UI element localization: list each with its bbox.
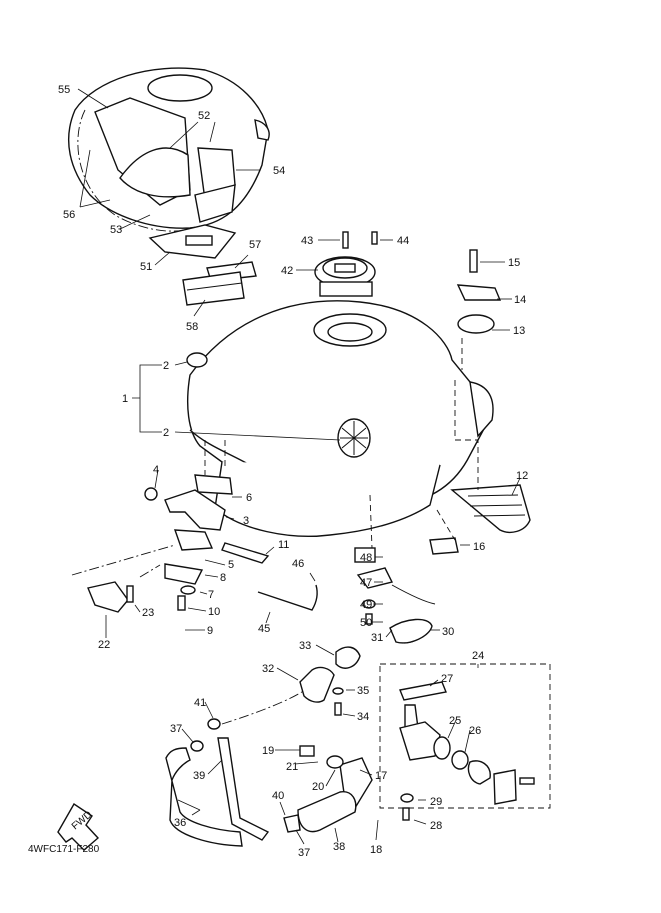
callout-8: 8: [220, 572, 226, 584]
callout-49: 49: [360, 599, 372, 611]
callout-26: 26: [469, 725, 481, 737]
callout-43: 43: [301, 235, 313, 247]
callout-7: 7: [208, 589, 214, 601]
connection-lines: [71, 109, 479, 725]
callout-27: 27: [441, 673, 453, 685]
callout-15: 15: [508, 257, 520, 269]
callout-17: 17: [375, 770, 387, 782]
callout-34: 34: [357, 711, 369, 723]
callout-36: 36: [174, 817, 186, 829]
leader-lines: [77, 88, 521, 845]
callout-12: 12: [516, 470, 528, 482]
callout-45: 45: [258, 623, 270, 635]
figure-code: 4WFC171-F280: [28, 844, 100, 855]
callout-50: 50: [360, 617, 372, 629]
callout-35: 35: [357, 685, 369, 697]
callout-28: 28: [430, 820, 442, 832]
callout-55: 55: [58, 84, 70, 96]
callout-22: 22: [98, 639, 110, 651]
callout-31: 31: [371, 632, 383, 644]
callout-37-upper: 37: [170, 723, 182, 735]
fuel-cap: [314, 256, 376, 297]
callout-56: 56: [63, 209, 75, 221]
callout-40: 40: [272, 790, 284, 802]
callout-24: 24: [472, 650, 484, 662]
callout-21: 21: [286, 761, 298, 773]
bracket-parts-right: [429, 249, 531, 555]
callout-10: 10: [208, 606, 220, 618]
callout-labels: 1 2 2 3 4 5 6 7 8 9 10 11 12 13 14 15 16…: [58, 84, 528, 859]
callout-13: 13: [513, 325, 525, 337]
callout-5: 5: [228, 559, 234, 571]
callout-18: 18: [370, 844, 382, 856]
callout-16: 16: [473, 541, 485, 553]
callout-4: 4: [153, 464, 159, 476]
callout-14: 14: [514, 294, 526, 306]
cap-bolts: [342, 231, 378, 249]
filter-pump-group: [165, 620, 427, 847]
callout-46: 46: [292, 558, 304, 570]
callout-58: 58: [186, 321, 198, 333]
callout-54: 54: [273, 165, 285, 177]
callout-57: 57: [249, 239, 261, 251]
hoses-and-fittings: [257, 547, 436, 625]
callout-2-lower: 2: [163, 427, 169, 439]
tank-cover: [68, 67, 270, 229]
callout-41: 41: [194, 697, 206, 709]
callout-52: 52: [198, 110, 210, 122]
callout-33: 33: [299, 640, 311, 652]
callout-30: 30: [442, 626, 454, 638]
tank-emblem: [337, 418, 371, 458]
callout-39: 39: [193, 770, 205, 782]
callout-20: 20: [312, 781, 324, 793]
callout-9: 9: [207, 625, 213, 637]
callout-29: 29: [430, 796, 442, 808]
callout-42: 42: [281, 265, 293, 277]
emblem-sheets: [182, 261, 257, 306]
callout-6: 6: [246, 492, 252, 504]
callout-47: 47: [360, 577, 372, 589]
callout-32: 32: [262, 663, 274, 675]
cover-pad: [148, 224, 237, 259]
callout-25: 25: [449, 715, 461, 727]
callout-19: 19: [262, 745, 274, 757]
bracket-parts-left: [87, 474, 270, 613]
fwd-arrow-icon: FWD: [57, 803, 100, 851]
callout-3: 3: [243, 515, 249, 527]
fuel-tank: [186, 300, 494, 537]
callout-51: 51: [140, 261, 152, 273]
callout-2-upper: 2: [163, 360, 169, 372]
fuel-cock-assembly: [379, 618, 551, 821]
callout-53: 53: [110, 224, 122, 236]
callout-38: 38: [333, 841, 345, 853]
callout-1: 1: [122, 393, 128, 405]
callout-11: 11: [278, 539, 289, 551]
callout-37-lower: 37: [298, 847, 310, 859]
callout-23: 23: [142, 607, 154, 619]
callout-48: 48: [360, 552, 372, 564]
callout-44: 44: [397, 235, 409, 247]
